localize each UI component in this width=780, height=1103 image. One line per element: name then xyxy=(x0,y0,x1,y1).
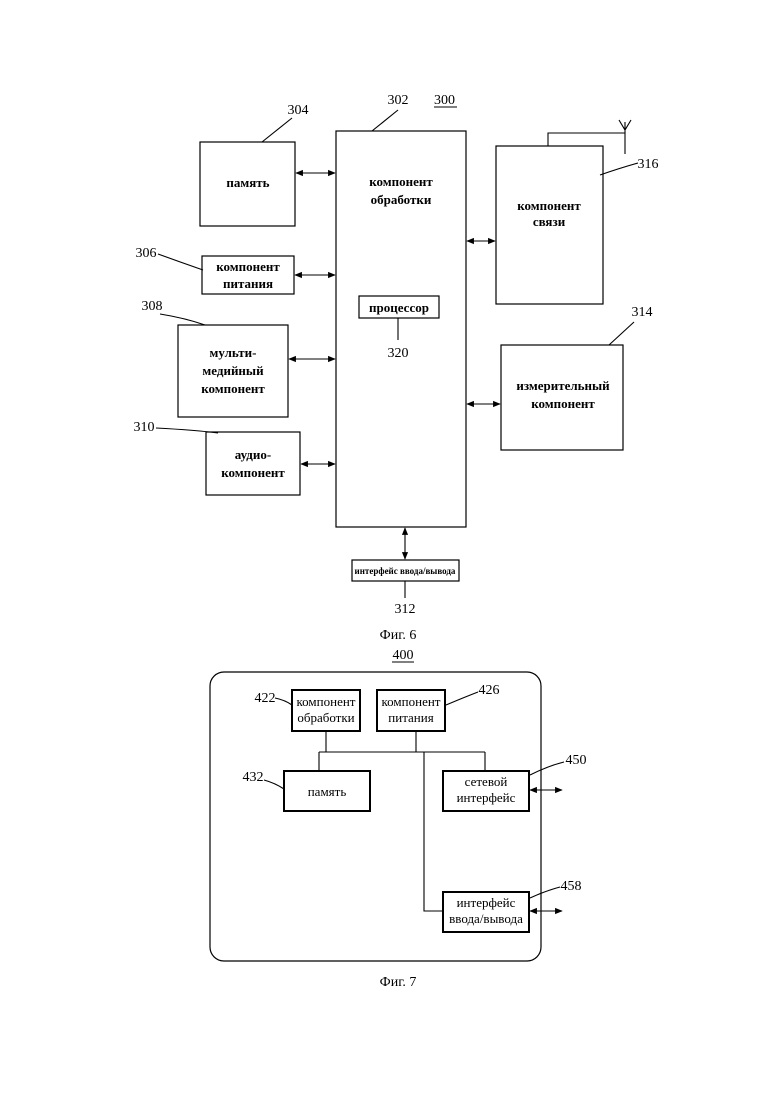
io-label: интерфейс ввода/вывода xyxy=(355,566,456,576)
fig7-io-label-2: ввода/вывода xyxy=(449,911,523,926)
leader-432 xyxy=(264,780,284,789)
fig7-bus xyxy=(319,731,485,911)
fig6-memory: память 304 xyxy=(200,103,335,226)
fig7-power-label-1: компонент xyxy=(382,694,441,709)
ref-458: 458 xyxy=(561,879,582,894)
ref-310: 310 xyxy=(134,420,155,435)
fig7-power: компонент питания 426 xyxy=(377,683,500,731)
power-label-2: питания xyxy=(223,276,273,291)
ref-450: 450 xyxy=(566,753,587,768)
processing-label-1: компонент xyxy=(369,174,433,189)
ref-320: 320 xyxy=(388,346,409,361)
fig6-multimedia: мульти- медийный компонент 308 xyxy=(142,299,336,417)
multimedia-label-1: мульти- xyxy=(210,345,257,360)
figure-6: 300 компонент обработки 302 процессор 32… xyxy=(134,93,659,643)
memory-label: память xyxy=(226,175,269,190)
fig7-memory: память 432 xyxy=(243,770,371,811)
audio-box xyxy=(206,432,300,495)
ref-316: 316 xyxy=(638,157,659,172)
ref-308: 308 xyxy=(142,299,163,314)
figure-7: 400 компонент обработки 422 компонент пи… xyxy=(210,648,587,990)
fig6-ref-300: 300 xyxy=(434,93,455,108)
network-label-1: сетевой xyxy=(465,774,508,789)
fig6-sensor: измерительный компонент 314 xyxy=(467,305,653,450)
antenna-icon xyxy=(619,120,631,133)
leader-308 xyxy=(160,314,205,325)
leader-426 xyxy=(446,692,478,705)
ref-314: 314 xyxy=(632,305,653,320)
audio-label-2: компонент xyxy=(221,465,285,480)
communication-label-2: связи xyxy=(533,214,566,229)
multimedia-label-3: компонент xyxy=(201,381,265,396)
fig7-ref-400: 400 xyxy=(393,648,414,663)
leader-304 xyxy=(262,118,292,142)
sensor-label-2: компонент xyxy=(531,396,595,411)
ref-426: 426 xyxy=(479,683,500,698)
power-label-1: компонент xyxy=(216,259,280,274)
fig7-processing-component: компонент обработки 422 xyxy=(255,690,361,731)
network-label-2: интерфейс xyxy=(457,790,516,805)
fig7-io-interface: интерфейс ввода/вывода 458 xyxy=(443,879,582,932)
fig6-communication: компонент связи 316 xyxy=(467,120,659,304)
leader-306 xyxy=(158,254,203,270)
fig6-processor: процессор 320 xyxy=(359,296,439,361)
leader-450 xyxy=(530,762,564,775)
fig6-power: компонент питания 306 xyxy=(136,246,336,294)
ref-422: 422 xyxy=(255,691,276,706)
leader-302 xyxy=(372,110,398,131)
ref-312: 312 xyxy=(395,602,416,617)
audio-label-1: аудио- xyxy=(235,447,271,462)
ref-306: 306 xyxy=(136,246,157,261)
fig7-caption: Фиг. 7 xyxy=(380,975,417,990)
fig7-network-interface: сетевой интерфейс 450 xyxy=(443,753,587,811)
multimedia-label-2: медийный xyxy=(202,363,264,378)
ref-304: 304 xyxy=(288,103,309,118)
fig7-memory-label: память xyxy=(308,784,347,799)
leader-458 xyxy=(530,887,560,898)
leader-422 xyxy=(275,698,292,705)
leader-310 xyxy=(156,428,218,433)
leader-314 xyxy=(609,322,634,345)
fig7-power-label-2: питания xyxy=(388,710,433,725)
ref-302: 302 xyxy=(388,93,409,108)
communication-label-1: компонент xyxy=(517,198,581,213)
fig7-processing-label-2: обработки xyxy=(297,710,354,725)
processing-label-2: обработки xyxy=(371,192,432,207)
processing-box xyxy=(336,131,466,527)
leader-316 xyxy=(600,163,638,175)
processor-label: процессор xyxy=(369,300,429,315)
fig7-processing-label-1: компонент xyxy=(297,694,356,709)
fig6-audio: аудио- компонент 310 xyxy=(134,420,336,495)
fig6-caption: Фиг. 6 xyxy=(380,628,417,643)
bus-lines xyxy=(319,731,485,911)
fig6-io-interface: интерфейс ввода/вывода 312 xyxy=(352,528,459,617)
sensor-label-1: измерительный xyxy=(516,378,610,393)
antenna-line xyxy=(548,133,625,154)
fig7-io-label-1: интерфейс xyxy=(457,895,516,910)
ref-432: 432 xyxy=(243,770,264,785)
